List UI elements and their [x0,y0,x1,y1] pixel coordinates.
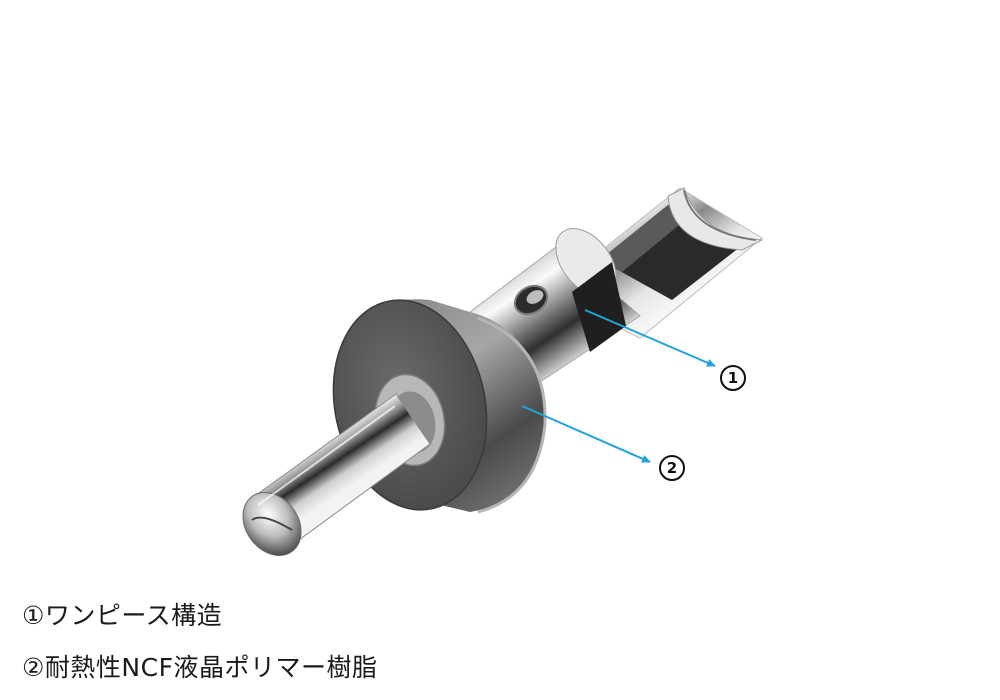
caption-one-piece-structure: ①ワンピース構造 [22,601,223,630]
svg-text:1: 1 [728,369,738,387]
callout-marker-1: 1 [720,365,746,391]
callout-arrow-2 [521,405,651,463]
svg-text:2: 2 [667,459,677,477]
front-pin [242,393,431,556]
caption-heat-resistant-resin: ②耐熱性NCF液晶ポリマー樹脂 [22,653,378,682]
callout-arrow-1 [584,309,716,367]
callout-marker-2: 2 [659,455,685,481]
